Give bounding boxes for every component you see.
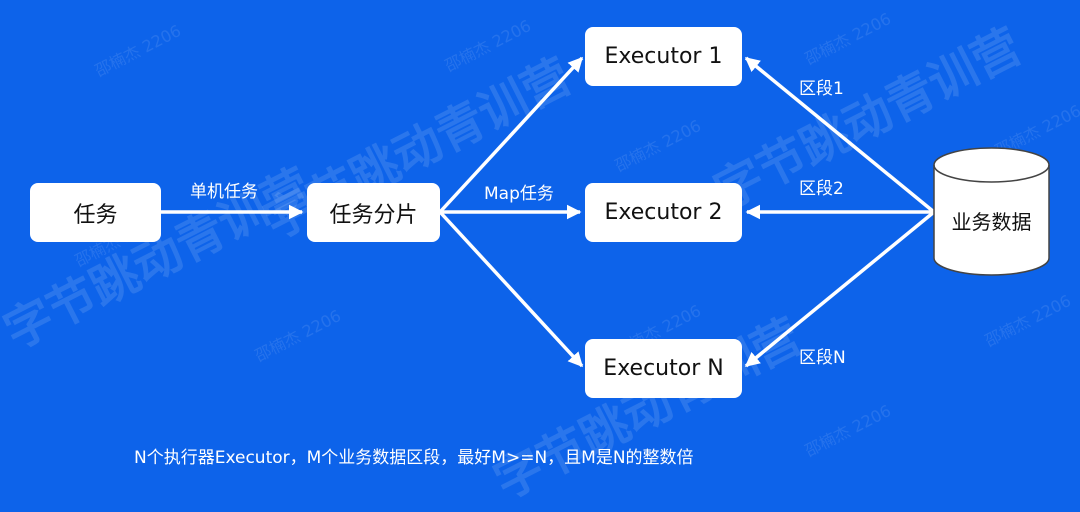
node-task: 任务: [30, 183, 161, 242]
edge-label-map-task: Map任务: [484, 184, 554, 204]
database-label: 业务数据: [951, 210, 1032, 234]
edge-label-segment-n: 区段N: [799, 348, 846, 368]
connectors: [161, 56, 1050, 368]
database-cylinder: [933, 147, 1050, 276]
arrow-split-to-executor1: [438, 56, 584, 214]
node-label: 任务: [73, 202, 118, 228]
arrow-db-to-executor1: [744, 56, 936, 214]
node-executor-2: Executor 2: [585, 183, 742, 242]
diagram-canvas: 字节跳动青训营 字节跳动青训营 字节跳动青训营 字节跳动青训营 邵楠杰 2206…: [0, 9, 1080, 511]
caption: N个执行器Executor，M个业务数据区段，最好M>=N，且M是N的整数倍: [134, 448, 694, 468]
edge-label-segment-2: 区段2: [799, 179, 844, 199]
node-label: Executor 1: [604, 44, 723, 69]
node-executor-1: Executor 1: [585, 27, 742, 86]
node-label: Executor N: [603, 356, 724, 381]
edge-label-segment-1: 区段1: [799, 79, 844, 99]
node-task-split: 任务分片: [307, 183, 440, 242]
arrow-split-to-executorN: [438, 210, 584, 368]
node-label: 任务分片: [329, 202, 418, 228]
arrow-db-to-executorN: [744, 210, 936, 368]
node-label: Executor 2: [604, 200, 723, 225]
node-executor-n: Executor N: [585, 339, 742, 398]
edge-label-single-task: 单机任务: [190, 182, 258, 202]
